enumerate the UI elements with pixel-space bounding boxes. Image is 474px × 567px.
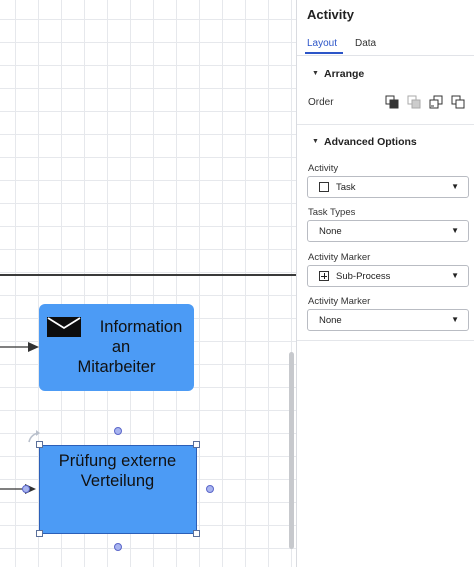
tab-layout[interactable]: Layout xyxy=(307,38,338,49)
connection-point-left[interactable] xyxy=(22,485,30,493)
resize-handle-top-right[interactable] xyxy=(193,441,200,448)
shape-label-line: Prüfung externe xyxy=(58,452,177,470)
task-types-label: Task Types xyxy=(308,207,356,218)
task-types-select[interactable]: None ▼ xyxy=(307,220,469,242)
panel-divider xyxy=(297,340,474,341)
task-information-an-mitarbeiter[interactable]: Information an Mitarbeiter xyxy=(39,304,194,391)
bring-forward-icon[interactable] xyxy=(407,95,421,109)
collapse-triangle-icon: ▼ xyxy=(312,70,319,77)
dropdown-caret-icon: ▼ xyxy=(451,315,459,324)
activity-marker-label: Activity Marker xyxy=(308,296,371,307)
bring-to-front-icon[interactable] xyxy=(385,95,399,109)
connection-point-bottom[interactable] xyxy=(114,543,122,551)
canvas-vertical-scrollbar[interactable] xyxy=(289,352,294,549)
envelope-icon xyxy=(47,317,81,337)
collapse-triangle-icon: ▼ xyxy=(312,138,319,145)
send-backward-icon[interactable] xyxy=(429,95,443,109)
connection-point-right[interactable] xyxy=(206,485,214,493)
select-value: Task xyxy=(336,182,356,193)
properties-panel: Activity Layout Data ▼ Arrange Order ▼ A… xyxy=(296,0,474,567)
section-arrange-label: Arrange xyxy=(324,68,365,80)
panel-tabs: Layout Data xyxy=(297,30,474,56)
shape-label-line: Mitarbeiter xyxy=(77,358,156,376)
order-label: Order xyxy=(308,97,334,108)
shape-label-line: an xyxy=(111,338,131,356)
activity-marker-select-2[interactable]: None ▼ xyxy=(307,309,469,331)
send-to-back-icon[interactable] xyxy=(451,95,465,109)
section-advanced-header[interactable]: ▼ Advanced Options xyxy=(297,130,474,156)
plus-box-icon xyxy=(319,271,329,281)
dropdown-caret-icon: ▼ xyxy=(451,182,459,191)
section-advanced-label: Advanced Options xyxy=(324,136,417,148)
shape-label-line: Information xyxy=(99,318,183,336)
section-arrange-header[interactable]: ▼ Arrange xyxy=(297,62,474,88)
shape-label-line: Verteilung xyxy=(80,472,155,490)
activity-label: Activity xyxy=(308,163,339,174)
square-icon xyxy=(319,182,329,192)
resize-handle-bottom-left[interactable] xyxy=(36,530,43,537)
resize-handle-top-left[interactable] xyxy=(36,441,43,448)
dropdown-caret-icon: ▼ xyxy=(451,271,459,280)
section-divider xyxy=(297,124,474,125)
connection-point-top[interactable] xyxy=(114,427,122,435)
activity-marker-select-1[interactable]: Sub-Process ▼ xyxy=(307,265,469,287)
tab-data[interactable]: Data xyxy=(355,38,377,49)
resize-handle-bottom-right[interactable] xyxy=(193,530,200,537)
select-value: None xyxy=(319,315,342,326)
select-value: Sub-Process xyxy=(336,271,391,282)
diagram-canvas[interactable]: Information an Mitarbeiter Prüfung exter… xyxy=(0,0,296,567)
dropdown-caret-icon: ▼ xyxy=(451,226,459,235)
active-tab-indicator xyxy=(305,52,343,54)
activity-select[interactable]: Task ▼ xyxy=(307,176,469,198)
connector-arrowhead-1 xyxy=(28,342,39,352)
panel-title: Activity xyxy=(307,7,354,22)
select-value: None xyxy=(319,226,342,237)
activity-marker-label: Activity Marker xyxy=(308,252,371,263)
pool-divider-line xyxy=(0,274,296,276)
task-pruefung-externe-verteilung[interactable]: Prüfung externe Verteilung xyxy=(39,445,197,534)
